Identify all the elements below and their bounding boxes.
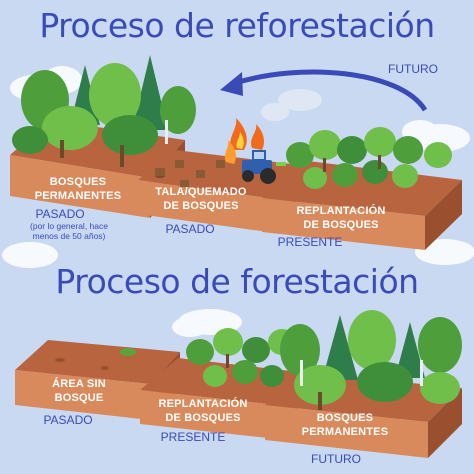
block-top-1-time: PASADO [35,207,85,221]
time-arrow-head [220,72,243,96]
cloud-left-mid [2,242,58,268]
block-top-3-label-line2: DE BOSQUES [303,218,379,231]
block-bottom-1-label-line2: BOSQUE [54,391,104,404]
title-reforestation: Proceso de reforestación [39,6,435,45]
block-top-3-label-line1: REPLANTACIÓN [296,205,386,217]
title-forestation: Proceso de forestación [55,262,419,301]
block-bottom-2-time: PRESENTE [160,430,226,444]
smoke-clouds [261,89,322,121]
block-bottom-2-label: REPLANTACIÓN DE BOSQUES [142,398,264,426]
future-label: FUTURO [388,62,438,76]
block-bottom-1-label-line1: ÁREA SIN [52,378,106,390]
block-top-1-note-line2: menos de 50 años) [32,230,106,241]
block-top-3-time: PRESENTE [277,235,343,249]
block-top-1-label: BOSQUES PERMANENTES [14,176,142,204]
block-bottom-3-time: FUTURO [311,452,361,466]
block-bottom-1-label: ÁREA SIN BOSQUE [18,378,140,406]
block-top-2-label-line1: TALA/QUEMADO [155,186,247,198]
forest-top-3 [286,127,452,189]
block-top-1-note-line1: (por lo general, hace [30,221,108,231]
block-bottom-1-time: PASADO [43,413,93,427]
block-bottom-2-label-line1: REPLANTACIÓN [158,398,248,410]
cloud-right-mid [415,239,474,265]
cleared-land-top-2 [155,160,225,187]
block-top-2-label: TALA/QUEMADO DE BOSQUES [140,186,262,214]
block-top-2-label-line2: DE BOSQUES [163,199,239,212]
fire-icon [224,118,264,164]
block-top-3-label: REPLANTACIÓN DE BOSQUES [266,205,416,233]
block-bottom-2-label-line2: DE BOSQUES [165,411,241,424]
block-bottom-3-label-line2: PERMANENTES [301,425,389,438]
block-bottom-1 [15,340,180,420]
tractor-icon [242,150,286,184]
forest-top-1 [12,55,196,167]
block-bottom-3-label-line1: BOSQUES [316,412,374,424]
block-top-1-label-line2: PERMANENTES [34,189,122,202]
block-bottom-3-label: BOSQUES PERMANENTES [270,412,420,440]
forest-bottom-3 [280,310,462,410]
block-top-1-label-line1: BOSQUES [49,176,107,188]
block-top-2-time: PASADO [165,222,215,236]
block-top-1-note: (por lo general, hace menos de 50 años) [14,221,124,242]
time-arrow [231,69,428,112]
